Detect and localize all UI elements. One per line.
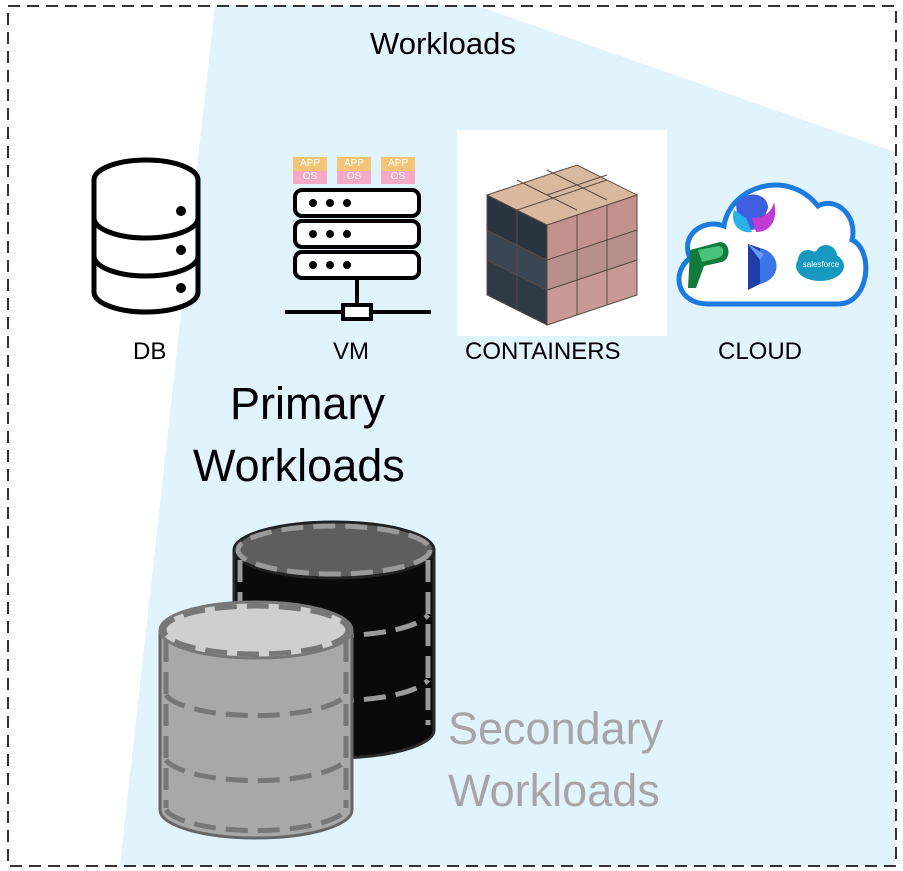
cloud-label: CLOUD [718, 338, 803, 365]
cloud-apps-icon: salesforce [668, 166, 873, 316]
app-tag-2: APP [343, 158, 364, 169]
container-cubes-icon [457, 130, 667, 336]
server-vm-icon: APP OS APP OS APP OS [283, 155, 433, 330]
os-tag-3: OS [390, 171, 406, 182]
primary-workloads-line1: Primary [230, 378, 385, 429]
dynamics-logo [748, 244, 777, 290]
secondary-workloads-line1: Secondary [448, 703, 664, 754]
primary-workloads-line2: Workloads [193, 440, 405, 491]
salesforce-text: salesforce [802, 260, 840, 269]
secondary-databases-icon [158, 520, 436, 840]
secondary-workloads-line2: Workloads [448, 765, 660, 816]
power-app-logo [688, 242, 729, 288]
workloads-border [7, 5, 897, 867]
db-label: DB [133, 338, 167, 365]
app-tag-1: APP [299, 158, 320, 169]
os-tag-1: OS [302, 171, 318, 182]
vm-label: VM [333, 338, 369, 365]
app-os-stack [293, 157, 415, 184]
database-icon [91, 157, 201, 315]
diagram-title: Workloads [370, 26, 516, 61]
salesforce-logo [796, 245, 844, 281]
containers-label: CONTAINERS [465, 338, 621, 365]
app-tag-3: APP [387, 158, 408, 169]
os-tag-2: OS [346, 171, 362, 182]
grey-cylinder [158, 600, 354, 840]
copilot-logo [732, 194, 776, 233]
